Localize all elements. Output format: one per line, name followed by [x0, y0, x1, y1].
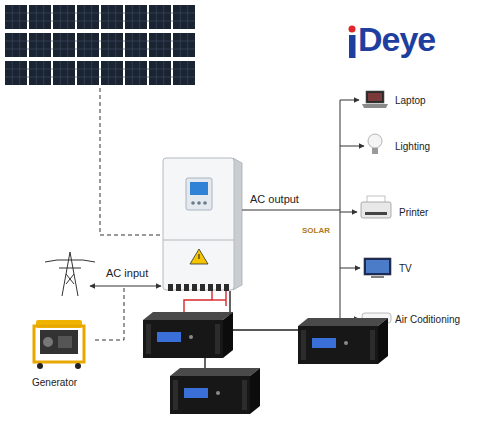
logo-mark	[349, 26, 356, 59]
node-text: Generator	[32, 377, 80, 389]
node-text: TV	[399, 263, 414, 275]
brand-logo: Deye	[356, 20, 437, 58]
battery-pack	[143, 312, 233, 358]
source-label: Generator	[30, 376, 82, 390]
node-text: Printer	[399, 207, 431, 219]
laptop-icon	[362, 91, 388, 108]
port-label: AC output	[248, 193, 301, 206]
pylon-icon	[45, 252, 95, 296]
generator-icon	[34, 320, 84, 369]
port-label: AC input	[104, 267, 150, 280]
ac-output-wiring	[242, 100, 364, 319]
panel-row	[5, 61, 195, 85]
bulb-icon	[368, 134, 382, 154]
node-text: Laptop	[395, 95, 428, 107]
load-label: Lighting	[393, 140, 435, 154]
generator-wire	[92, 288, 124, 340]
battery-pack	[298, 318, 388, 364]
node-text: Lighting	[395, 141, 433, 153]
load-label: TV	[397, 262, 416, 276]
logo-dot	[349, 26, 356, 33]
hybrid-inverter	[163, 158, 242, 291]
ac-input-wire	[90, 286, 161, 287]
panel-row	[5, 5, 195, 29]
load-label: Air Coditioning	[393, 313, 465, 327]
watermark: SOLAR	[300, 226, 332, 236]
panel-row	[5, 33, 195, 57]
node-text: Air Coditioning	[395, 314, 463, 326]
logo-bar	[349, 35, 356, 58]
pv-wire	[100, 88, 163, 235]
load-label: Laptop	[393, 94, 430, 108]
battery-pack	[170, 368, 260, 414]
load-label: Printer	[397, 206, 433, 220]
tv-icon	[364, 258, 391, 277]
solar-array	[5, 5, 195, 85]
panel-grid	[5, 13, 195, 77]
printer-icon	[361, 196, 391, 218]
